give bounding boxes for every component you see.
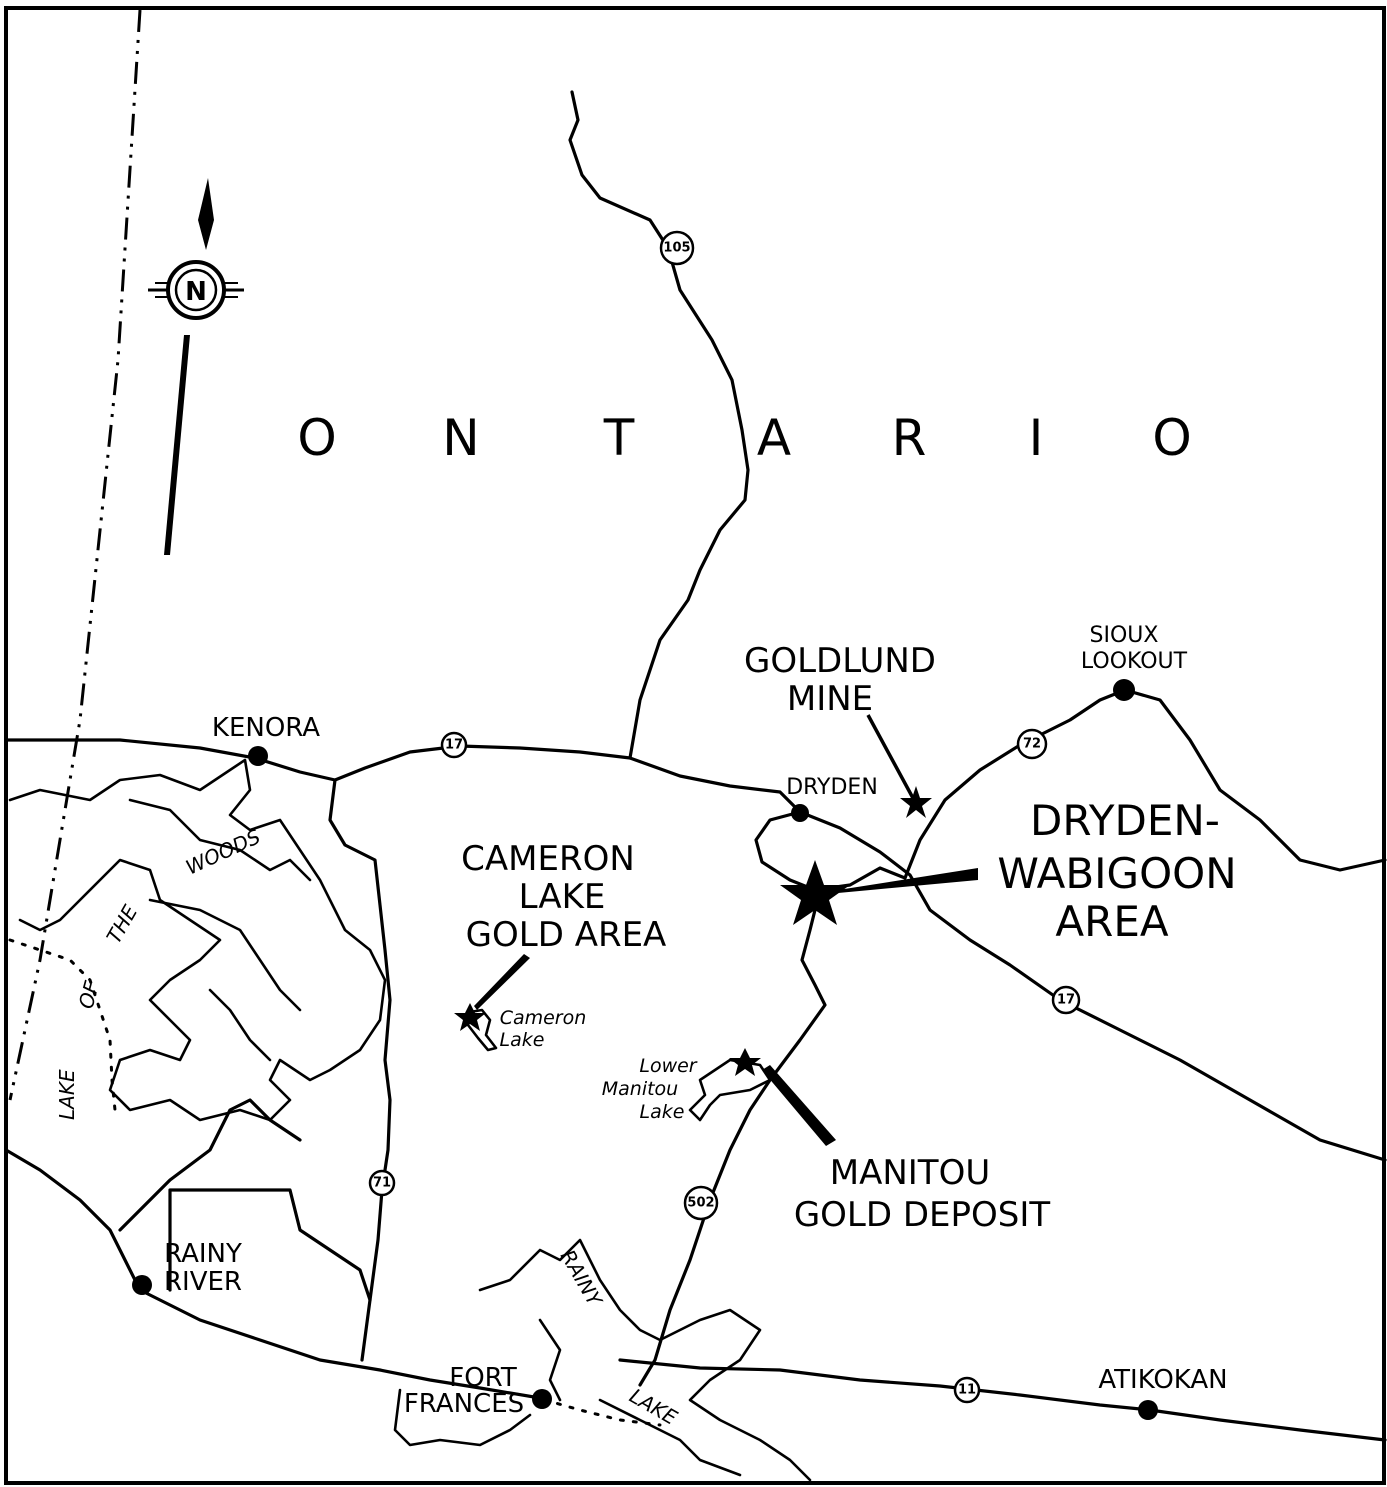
- lake-of-the-woods-dotted: [8, 938, 117, 1112]
- highway-71-road: [328, 778, 392, 1362]
- cameron-pointer: [474, 954, 530, 1010]
- fort-frances-dot: [532, 1389, 552, 1409]
- compass-needle-south: [164, 335, 190, 555]
- fort-frances-shore: [393, 1388, 532, 1447]
- lake-of-the-woods-label-the: THE: [102, 901, 143, 948]
- highway-502-road: [638, 888, 827, 1387]
- lower-manitou-lake-shape: [688, 1058, 772, 1122]
- rainy-river-label-2: RIVER: [164, 1267, 242, 1297]
- goldlund-pointer: [866, 714, 916, 801]
- provincial-border: [8, 9, 142, 1101]
- region-letter-o2: O: [1152, 409, 1193, 467]
- highway-71-number: 71: [373, 1176, 391, 1191]
- region-letter-o1: O: [297, 409, 338, 467]
- highway-105-shield: 105: [659, 230, 695, 266]
- rainy-lake-shore: [478, 1238, 812, 1482]
- atikokan-label: ATIKOKAN: [1098, 1365, 1227, 1395]
- highway-71-shield: 71: [368, 1169, 396, 1197]
- highway-11-shield: 11: [953, 1376, 981, 1404]
- highway-72-shield: 72: [1016, 728, 1048, 760]
- sioux-lookout-label-1: SIOUX: [1090, 623, 1159, 648]
- region-letter-i: I: [1029, 409, 1046, 467]
- cameron-lake-label-1: Cameron: [500, 1007, 587, 1029]
- region-label-ontario: O N T A R I O: [297, 409, 1193, 467]
- goldlund-star: [900, 786, 932, 818]
- sioux-lookout-label-2: LOOKOUT: [1081, 649, 1188, 674]
- highway-17-west-number: 17: [445, 738, 463, 753]
- map-frame: [4, 6, 1386, 1485]
- rainy-river-label-1: RAINY: [164, 1239, 242, 1269]
- dryden-dot: [791, 804, 809, 822]
- lower-manitou-label-3: Lake: [640, 1101, 685, 1123]
- cameron-label-1: CAMERON: [461, 839, 635, 879]
- secondary-road-sw2: [118, 1098, 302, 1232]
- manitou-label-1: MANITOU: [830, 1153, 990, 1193]
- compass-needle-north: [198, 178, 214, 250]
- highway-11-road: [618, 1358, 1387, 1442]
- sioux-lookout-dot: [1113, 679, 1135, 701]
- manitou-pointer: [762, 1065, 836, 1146]
- highway-72-number: 72: [1023, 737, 1041, 752]
- manitou-star: [729, 1048, 761, 1076]
- compass-rose: N: [148, 178, 244, 555]
- region-letter-t: T: [603, 409, 637, 467]
- dryden-wabigoon-label-2: WABIGOON: [997, 849, 1236, 898]
- rainy-lake-shore-2: [538, 1318, 742, 1477]
- highway-17-east-road: [798, 810, 1387, 1162]
- cameron-lake-label-2: Lake: [500, 1029, 545, 1051]
- highway-11-number: 11: [958, 1383, 976, 1398]
- rainy-river-road: [4, 1148, 542, 1400]
- rainy-river-dot: [132, 1275, 152, 1295]
- highway-17-west-road: [4, 738, 802, 814]
- region-letter-a: A: [757, 409, 793, 467]
- goldlund-label-2: MINE: [787, 679, 873, 719]
- kenora-dot: [248, 746, 268, 766]
- dryden-label: DRYDEN: [786, 775, 878, 800]
- dryden-wabigoon-label-1: DRYDEN-: [1030, 796, 1220, 845]
- compass-ring-inner: [174, 268, 218, 312]
- highway-502-shield: 502: [683, 1185, 719, 1221]
- dryden-wabigoon-star: [780, 860, 850, 925]
- cameron-star: [454, 1003, 486, 1031]
- manitou-label-2: GOLD DEPOSIT: [794, 1195, 1051, 1235]
- goldlund-label-1: GOLDLUND: [744, 641, 936, 681]
- region-letter-n: N: [442, 409, 481, 467]
- highway-105-road: [568, 90, 750, 760]
- highway-105-number: 105: [663, 241, 690, 256]
- lake-of-the-woods-label-lake: LAKE: [55, 1069, 79, 1120]
- lake-of-the-woods-shore: [8, 758, 387, 1122]
- fort-frances-label-1: FORT: [449, 1363, 517, 1393]
- dryden-wabigoon-label-3: AREA: [1055, 897, 1168, 946]
- kenora-label: KENORA: [212, 713, 320, 743]
- compass-letter: N: [185, 277, 207, 307]
- cameron-label-2: LAKE: [519, 877, 606, 917]
- lower-manitou-label-2: Manitou: [602, 1078, 678, 1100]
- lower-manitou-label-1: Lower: [639, 1055, 697, 1077]
- secondary-road-sw: [168, 1188, 372, 1302]
- lake-of-the-woods-islands: [128, 798, 312, 1062]
- region-letter-r: R: [892, 409, 929, 467]
- cameron-label-3: GOLD AREA: [466, 915, 667, 955]
- dryden-wabigoon-pointer: [838, 868, 978, 893]
- highway-502-number: 502: [687, 1196, 714, 1211]
- fort-frances-label-2: FRANCES: [404, 1389, 524, 1419]
- atikokan-dot: [1138, 1400, 1158, 1420]
- highway-17-east-shield: 17: [1051, 985, 1081, 1015]
- lake-of-the-woods-label-woods: WOODS: [182, 824, 264, 879]
- dryden-loop-road: [754, 810, 907, 892]
- highway-17-west-shield: 17: [440, 731, 468, 759]
- highway-17-east-number: 17: [1057, 993, 1075, 1008]
